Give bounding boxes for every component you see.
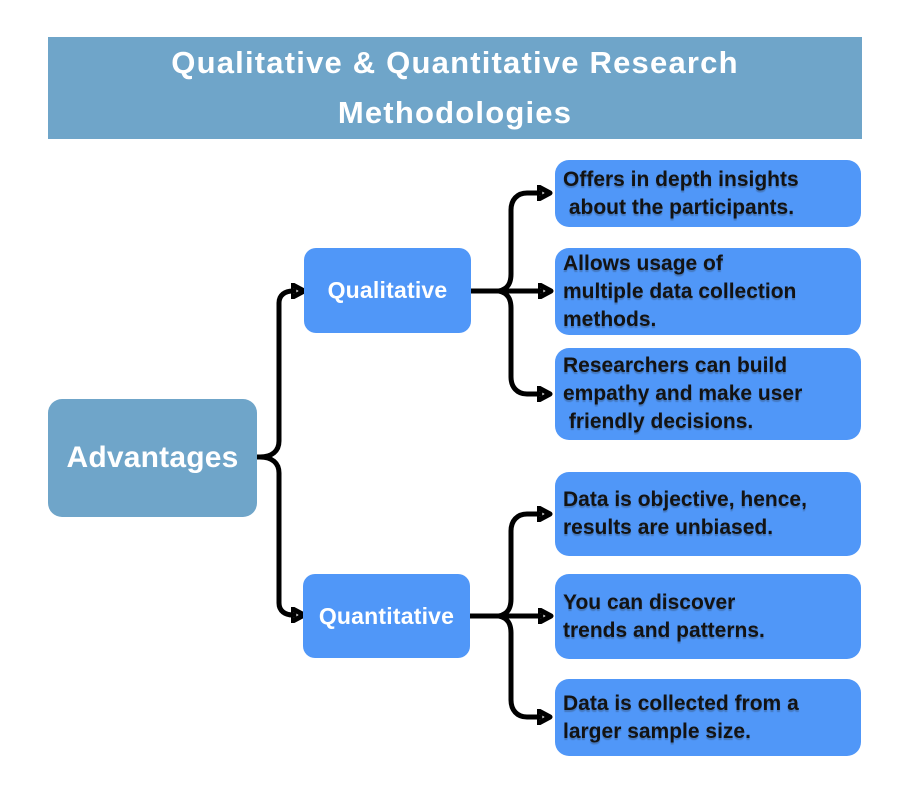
advantage-text: Data is objective, hence, results are un… — [563, 488, 807, 539]
connector-quantitative-up — [496, 514, 540, 619]
qualitative-label: Qualitative — [327, 277, 448, 303]
qualitative-advantage-card-2: Allows usage of multiple data collection… — [555, 248, 861, 335]
quantitative-advantage-card-3: Data is collected from a larger sample s… — [555, 679, 861, 756]
quantitative-advantage-card-1: Data is objective, hence, results are un… — [555, 472, 861, 556]
quantitative-node: Quantitative — [303, 574, 470, 658]
advantages-node: Advantages — [48, 399, 257, 517]
quantitative-advantage-card-2: You can discover trends and patterns. — [555, 574, 861, 659]
qualitative-advantage-card-1: Offers in depth insights about the parti… — [555, 160, 861, 227]
qualitative-node: Qualitative — [304, 248, 471, 333]
connector-root-to-quantitative — [257, 454, 294, 615]
page-title: Qualitative & Quantitative Research Meth… — [171, 45, 739, 130]
advantage-text: Data is collected from a larger sample s… — [563, 691, 799, 743]
advantage-text: You can discover trends and patterns. — [563, 590, 765, 642]
connector-root-to-qualitative — [257, 291, 294, 460]
qualitative-advantage-card-3: Researchers can build empathy and make u… — [555, 348, 861, 440]
connector-qualitative-up — [496, 193, 540, 294]
advantages-label: Advantages — [66, 441, 239, 474]
advantage-text: Researchers can build empathy and make u… — [563, 354, 803, 433]
connector-quantitative-down — [496, 613, 540, 717]
advantage-text: Allows usage of multiple data collection… — [563, 251, 797, 331]
title-banner: Qualitative & Quantitative Research Meth… — [48, 37, 862, 139]
advantage-text: Offers in depth insights about the parti… — [563, 167, 799, 219]
connector-qualitative-down — [496, 288, 540, 394]
quantitative-label: Quantitative — [318, 602, 455, 629]
